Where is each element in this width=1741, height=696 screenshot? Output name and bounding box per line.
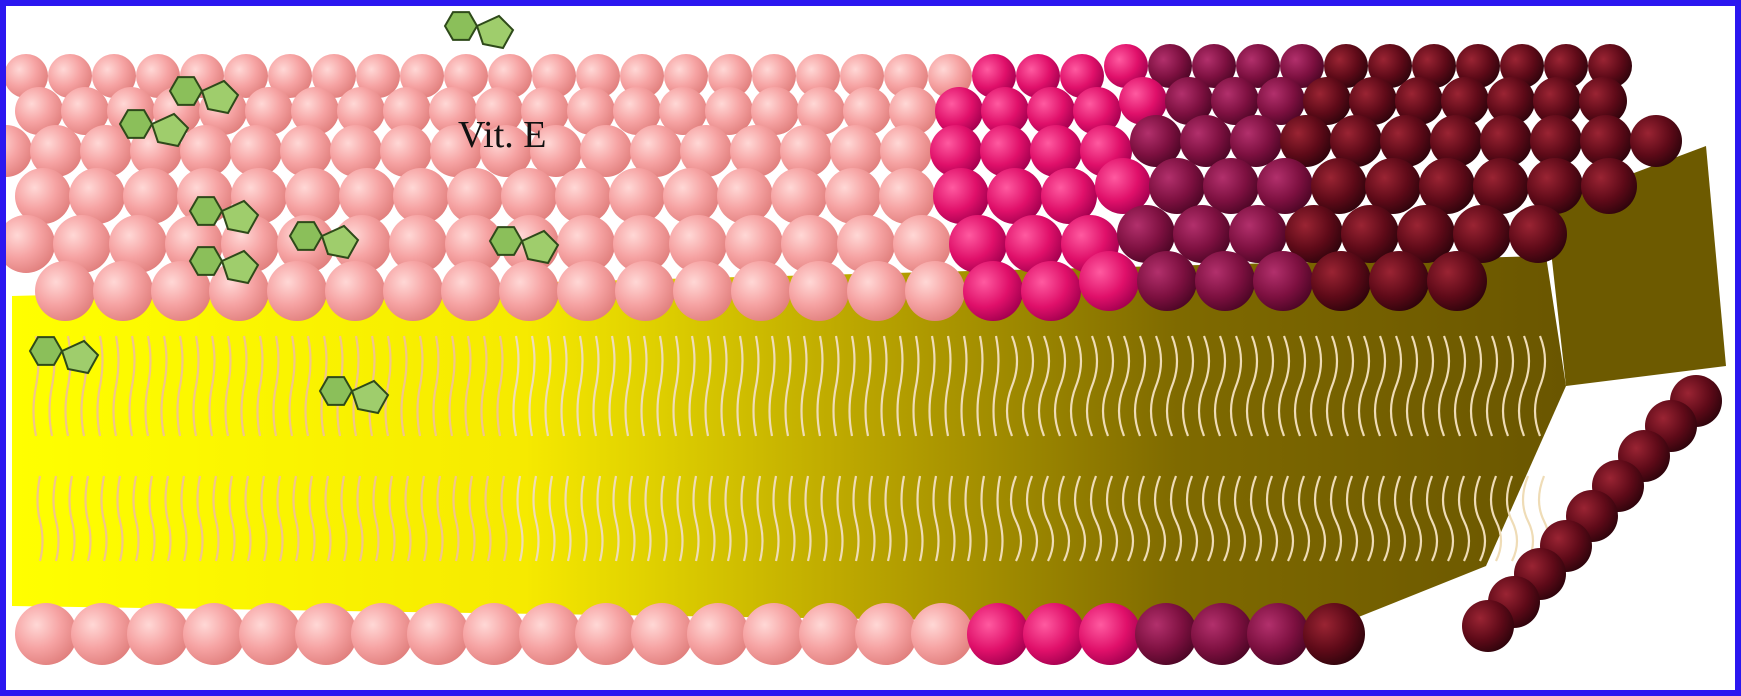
lipid-head	[351, 603, 413, 665]
lipid-head	[1079, 251, 1139, 311]
lipid-head	[717, 168, 773, 224]
lipid-head	[1195, 251, 1255, 311]
lipid-head	[1257, 158, 1313, 214]
lipid-head	[1369, 251, 1429, 311]
lipid-head	[1303, 603, 1365, 665]
lipid-head	[825, 168, 881, 224]
lipid-head	[1247, 603, 1309, 665]
lipid-head	[615, 261, 675, 321]
lipid-head	[93, 261, 153, 321]
lipid-head	[1191, 603, 1253, 665]
vitamin-e-ring	[170, 77, 202, 105]
lipid-head	[71, 603, 133, 665]
lipid-head	[631, 603, 693, 665]
lipid-head	[519, 603, 581, 665]
lipid-head	[963, 261, 1023, 321]
lipid-head	[1630, 115, 1682, 167]
vitamin-e-ring	[320, 377, 352, 405]
lipid-head	[687, 603, 749, 665]
lipid-head	[441, 261, 501, 321]
membrane-illustration	[6, 6, 1741, 696]
upper-leaflet-heads	[6, 44, 1682, 321]
lipid-head	[1253, 251, 1313, 311]
lipid-head	[1203, 158, 1259, 214]
lipid-head	[731, 261, 791, 321]
lipid-head	[1021, 261, 1081, 321]
lipid-head	[499, 261, 559, 321]
lipid-head	[1581, 158, 1637, 214]
lipid-head	[855, 603, 917, 665]
lipid-head	[967, 603, 1029, 665]
lipid-head	[1137, 251, 1197, 311]
lipid-head	[673, 261, 733, 321]
lipid-head	[743, 603, 805, 665]
vitamin-e-ring	[477, 16, 513, 48]
lipid-head	[1311, 251, 1371, 311]
lipid-head	[557, 261, 617, 321]
lipid-head	[980, 125, 1032, 177]
lipid-head	[15, 603, 77, 665]
vitamin-e-ring	[30, 337, 62, 365]
lipid-head	[127, 603, 189, 665]
lipid-head	[295, 603, 357, 665]
lipid-head	[799, 603, 861, 665]
lipid-head	[847, 261, 907, 321]
lipid-head	[239, 603, 301, 665]
lipid-tail	[1523, 476, 1533, 561]
lipid-head	[463, 603, 525, 665]
lipid-head	[1430, 115, 1482, 167]
lipid-head	[1023, 603, 1085, 665]
lipid-head	[663, 168, 719, 224]
lipid-head	[407, 603, 469, 665]
vitamin-e-ring	[290, 222, 322, 250]
lipid-head	[267, 261, 327, 321]
lipid-head	[789, 261, 849, 321]
lipid-head	[6, 215, 55, 273]
lipid-head	[383, 261, 443, 321]
lipid-head	[6, 125, 32, 177]
vitamin-e-ring	[445, 12, 477, 40]
lipid-head	[285, 168, 341, 224]
vitamin-e-ring	[490, 227, 522, 255]
vitamin-e-label: Vit. E	[458, 116, 547, 154]
lipid-head	[183, 603, 245, 665]
lipid-head	[575, 603, 637, 665]
lipid-head	[911, 603, 973, 665]
lipid-head	[35, 261, 95, 321]
lipid-head	[905, 261, 965, 321]
lipid-head	[771, 168, 827, 224]
lipid-head	[1079, 603, 1141, 665]
lipid-head	[325, 261, 385, 321]
vitamin-e-ring	[120, 110, 152, 138]
lipid-head	[1135, 603, 1197, 665]
lipid-head	[1427, 251, 1487, 311]
lipid-head	[1462, 600, 1514, 652]
vitamin-e-ring	[190, 197, 222, 225]
lipid-head	[123, 168, 179, 224]
lipid-head	[1509, 205, 1567, 263]
vitamin-e-ring	[190, 247, 222, 275]
